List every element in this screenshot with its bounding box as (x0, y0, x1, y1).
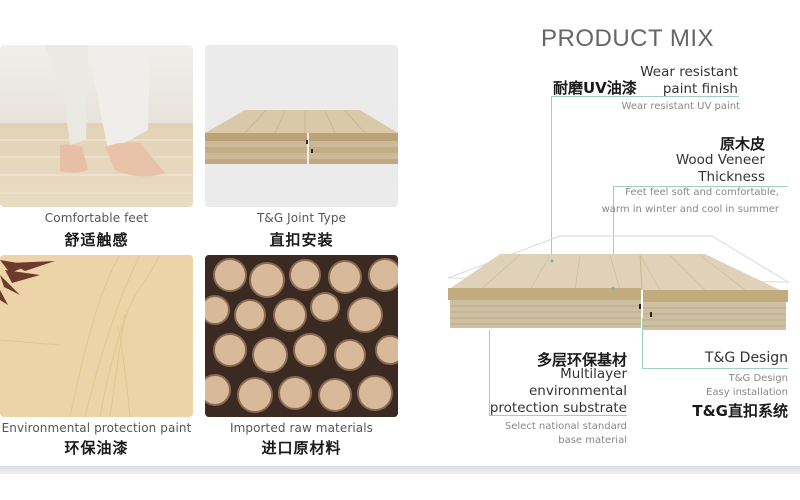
wear-label-zh: 耐磨UV油漆 (553, 79, 637, 97)
product-page: Comfortable feet 舒适触感 T&G Joint Type 直扣安… (0, 25, 800, 457)
caption-en: Imported raw materials (229, 421, 374, 435)
callout-line-substrate-vertical (489, 330, 490, 415)
callout-line-substrate (489, 415, 627, 416)
caption-en: Environmental protection paint (1, 421, 192, 435)
wear-subtext: Wear resistant UV paint (621, 101, 740, 112)
tg-label-zh: T&G直扣系统 (692, 402, 788, 420)
callout-line-veneer (613, 186, 788, 187)
caption-zh: 舒适触感 (64, 231, 129, 249)
substrate-label-zh: 多层环保基材 (536, 351, 627, 369)
caption-zh: 直扣安装 (269, 231, 334, 249)
callout-line-veneer-vertical (613, 186, 614, 291)
caption-en: Comfortable feet (44, 211, 149, 225)
feature-image-eco-paint (0, 255, 193, 417)
veneer-subtext-2: warm in winter and cool in summer (601, 204, 779, 215)
caption-en: T&G Joint Type (256, 211, 347, 225)
substrate-subtext-1: Select national standard (504, 421, 627, 432)
caption-zh: 进口原材料 (261, 439, 342, 457)
tg-subtext-1: T&G Design (728, 373, 788, 384)
substrate-subtext-2: base material (558, 435, 627, 446)
callout-line-wear-vertical (551, 96, 552, 261)
wear-label-en-1: Wear resistant (640, 64, 738, 80)
feature-image-tg-joint (205, 45, 398, 207)
feature-image-raw-materials (205, 255, 398, 417)
caption-zh: 环保油漆 (64, 439, 129, 457)
feature-image-comfortable-feet (0, 45, 193, 207)
callout-line-tg (642, 368, 788, 369)
callout-line-tg-vertical (642, 318, 643, 368)
tg-label-en: T&G Design (704, 350, 788, 366)
bottom-divider (0, 466, 800, 474)
substrate-label-en-3: protection substrate (489, 400, 627, 416)
veneer-label-zh: 原木皮 (719, 135, 765, 153)
callout-line-wear (551, 96, 739, 97)
substrate-label-en-1: Multilayer (560, 366, 627, 382)
veneer-label-en-2: Thickness (698, 169, 765, 185)
wear-label-en-2: paint finish (662, 81, 738, 97)
plank-cross-section-diagram (440, 230, 800, 350)
product-mix-title: PRODUCT MIX (541, 25, 715, 52)
veneer-subtext-1: Feet feel soft and comfortable, (625, 187, 779, 198)
tg-subtext-2: Easy installation (706, 387, 788, 398)
substrate-label-en-2: environmental (528, 383, 627, 399)
veneer-label-en-1: Wood Veneer (675, 152, 765, 168)
